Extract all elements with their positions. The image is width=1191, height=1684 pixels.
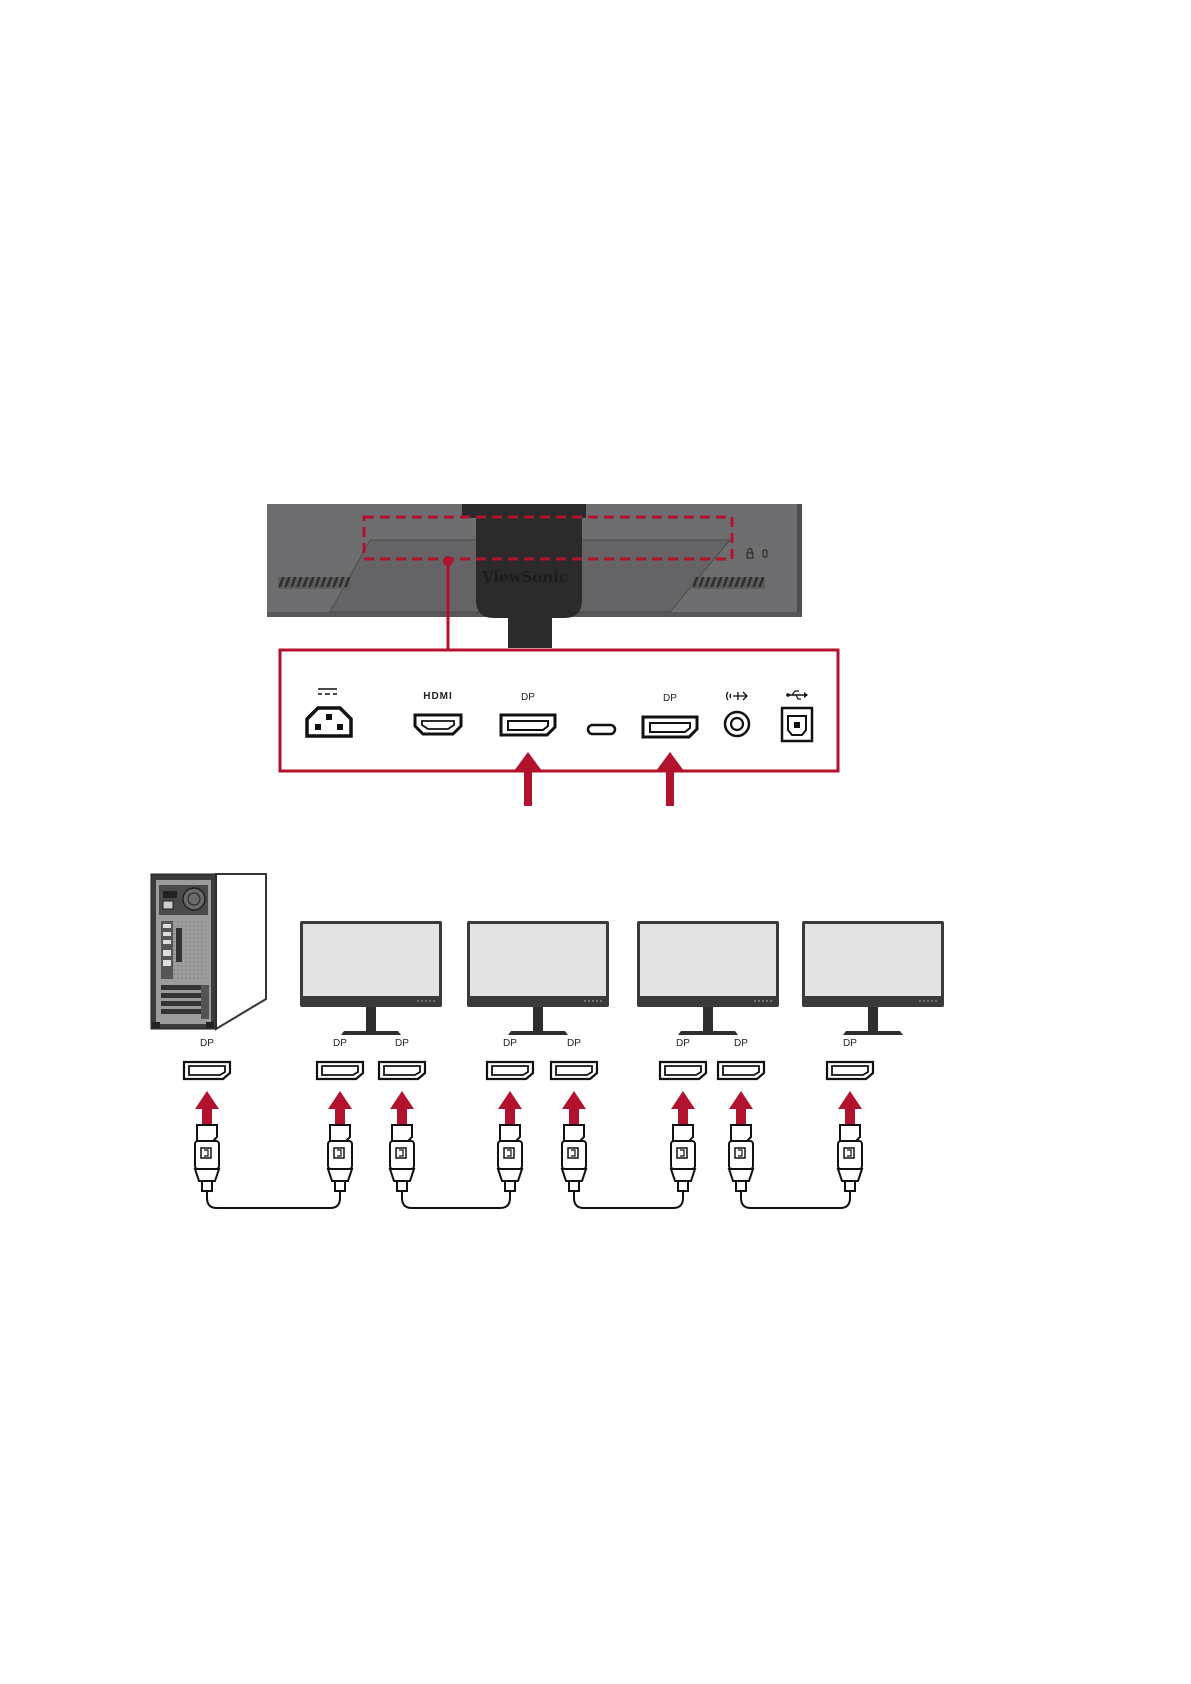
monitor-2-in-plug (498, 1125, 522, 1191)
monitor-2-connections: DP DP (487, 1038, 597, 1191)
monitor-3-dp-out-label: DP (734, 1038, 748, 1049)
monitor-3-connections: DP DP (660, 1038, 764, 1191)
usb-b-port (782, 708, 812, 741)
monitor-3-in-plug (671, 1125, 695, 1191)
monitor-1-out-plug (390, 1125, 414, 1191)
monitor-2-out-plug (562, 1125, 586, 1191)
monitor-4-dp-in-port (827, 1062, 873, 1079)
cable-monitor-2-to-monitor-3 (574, 1191, 683, 1208)
pc-dp-port (184, 1062, 230, 1079)
monitor-3 (637, 921, 779, 1035)
monitor-1-dp-out-label: DP (395, 1038, 409, 1049)
monitor-4 (802, 921, 944, 1035)
callout-dot (443, 556, 453, 566)
monitor-rear-view: ViewSonic (267, 504, 802, 648)
cable-pc-to-monitor-1 (207, 1191, 340, 1208)
dp-cables (207, 1191, 850, 1208)
hdmi-port (415, 715, 461, 734)
monitor-3-dp-out-port (718, 1062, 764, 1079)
pc-tower (151, 874, 266, 1029)
monitor-4-connections: DP (827, 1038, 873, 1191)
displayport-out-port (643, 717, 697, 737)
pc-dp-label: DP (200, 1038, 214, 1049)
monitor-2-dp-in-label: DP (503, 1038, 517, 1049)
monitor-1-dp-in-label: DP (333, 1038, 347, 1049)
monitor-2 (467, 921, 609, 1035)
monitor-4-dp-in-label: DP (843, 1038, 857, 1049)
monitor-3-dp-in-label: DP (676, 1038, 690, 1049)
right-vent (693, 577, 765, 589)
hdmi-label: HDMI (423, 691, 453, 702)
monitor-3-dp-in-port (660, 1062, 706, 1079)
monitor-2-dp-out-port (551, 1062, 597, 1079)
monitor-1-connections: DP DP (317, 1038, 425, 1191)
cable-monitor-1-to-monitor-2 (402, 1191, 510, 1208)
monitor-1-in-plug (328, 1125, 352, 1191)
cable-monitor-3-to-monitor-4 (741, 1191, 850, 1208)
monitor-1 (300, 921, 442, 1035)
monitor-3-out-plug (729, 1125, 753, 1191)
brand-logo: ViewSonic (481, 568, 568, 586)
monitor-2-dp-out-label: DP (567, 1038, 581, 1049)
displayport-in-port (501, 715, 555, 735)
power-input-port (307, 708, 351, 736)
monitor-4-in-plug (838, 1125, 862, 1191)
dp-in-label: DP (521, 692, 535, 703)
monitor-1-dp-in-port (317, 1062, 363, 1079)
dp-out-label: DP (663, 693, 677, 704)
port-panel: HDMI DP DP (280, 650, 838, 771)
monitor-2-dp-in-port (487, 1062, 533, 1079)
audio-out-port (725, 712, 749, 736)
usb-c-port (588, 725, 615, 734)
left-vent (278, 577, 350, 589)
pc-dp-plug (195, 1125, 219, 1191)
monitor-1-dp-out-port (379, 1062, 425, 1079)
pc-connection: DP (184, 1038, 230, 1191)
